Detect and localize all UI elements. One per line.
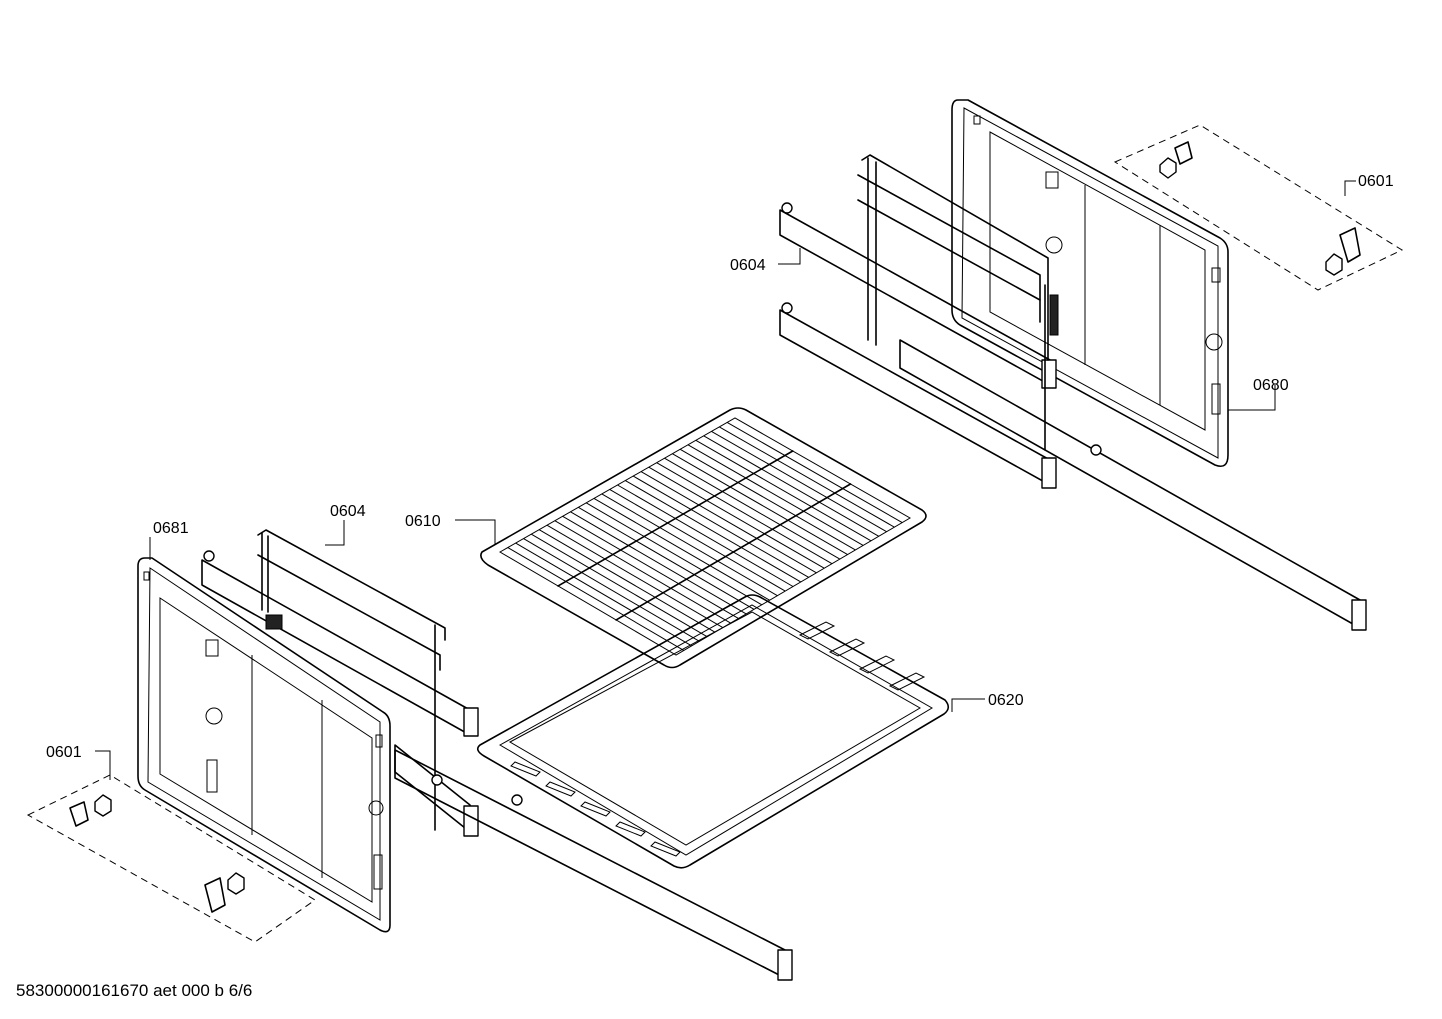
rack-bar	[703, 435, 880, 537]
callout-0601-bottom: 0601	[46, 744, 82, 761]
callout-0610: 0610	[405, 513, 441, 530]
tray-slots	[510, 621, 926, 857]
rack-bar	[672, 453, 848, 555]
rack-bar	[625, 480, 802, 583]
oven-wire-rack	[480, 407, 927, 669]
rack-bar	[531, 533, 708, 638]
rack-bar	[578, 506, 755, 610]
rack-bar	[507, 547, 685, 651]
rack-bar	[538, 529, 716, 633]
callout-0680: 0680	[1253, 377, 1289, 394]
rack-bar	[585, 502, 763, 606]
rack-bar	[617, 484, 794, 587]
rack-bar	[648, 466, 825, 569]
callout-0604-top: 0604	[730, 257, 766, 274]
rack-bar	[562, 515, 739, 619]
callout-labels: 0601 0604 0680 0681 0604 0610 0620 0601	[46, 173, 1394, 761]
left-clip-kit	[26, 774, 316, 943]
rack-bar	[664, 457, 841, 560]
right-clip-kit	[1113, 124, 1404, 291]
right-side-panel	[951, 99, 1229, 468]
rack-bar	[632, 475, 809, 578]
rack-bar	[656, 462, 833, 565]
callout-0604-bottom: 0604	[330, 503, 366, 520]
right-shelf-rails	[779, 154, 1367, 631]
leader-lines	[95, 180, 1356, 780]
left-shelf-rails	[201, 529, 793, 981]
rack-bar	[515, 542, 692, 647]
rack-bar	[711, 430, 887, 533]
rack-bar	[679, 448, 856, 551]
rack-bar	[593, 497, 770, 601]
rack-bar	[523, 538, 700, 642]
drawing-code: 58300000161670 aet 000 b 6/6	[16, 981, 253, 1000]
rack-bar	[719, 426, 895, 528]
rack-bar	[609, 489, 786, 592]
left-side-panel	[137, 557, 391, 933]
callout-0620: 0620	[988, 692, 1024, 709]
baking-tray	[476, 594, 950, 869]
rack-bar	[640, 471, 817, 574]
callout-0601-top: 0601	[1358, 173, 1394, 190]
rack-bar	[554, 520, 731, 624]
rack-cross-bar	[557, 450, 794, 587]
rack-bar	[695, 439, 872, 542]
rack-bar	[570, 511, 747, 615]
rack-bar	[726, 422, 903, 524]
rack-bar	[601, 493, 778, 597]
callout-0681: 0681	[153, 520, 189, 537]
rack-bar	[687, 444, 864, 546]
rack-cross-bar	[615, 483, 852, 621]
rack-bar	[546, 524, 724, 629]
rack-bars	[507, 422, 903, 651]
